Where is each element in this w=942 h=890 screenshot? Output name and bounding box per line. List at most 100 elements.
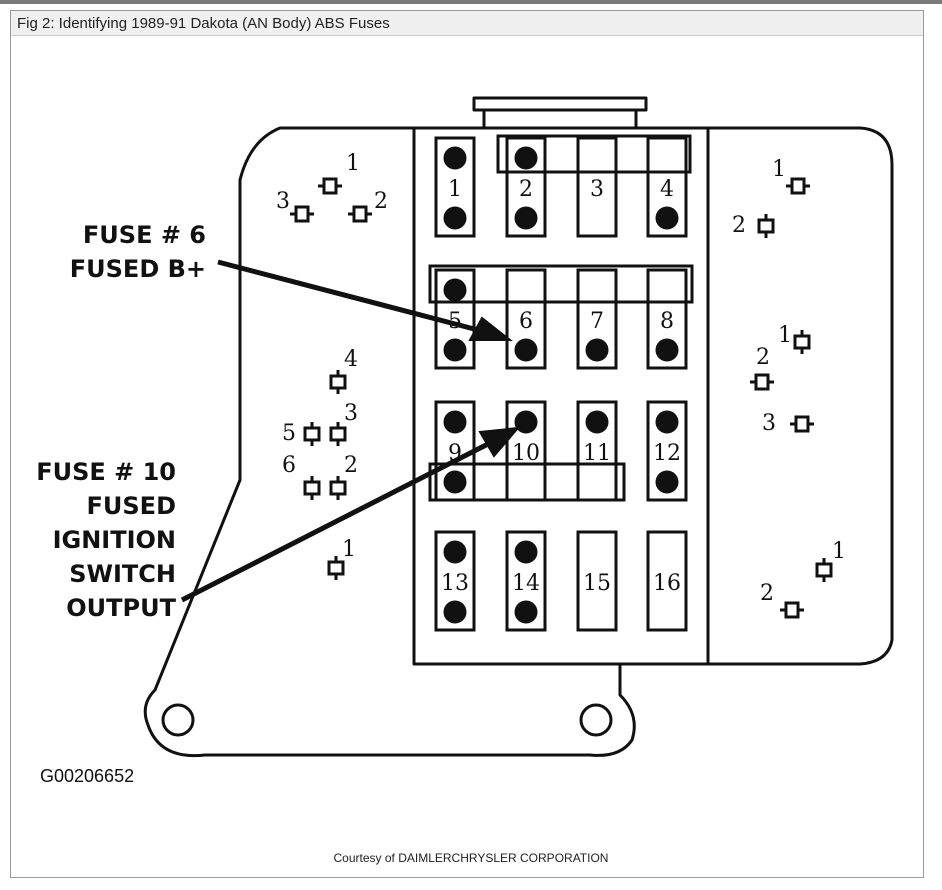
fuse-slot-10: 10 (505, 400, 547, 502)
fuse-terminal-top (443, 540, 467, 564)
fuse-terminal-bottom (514, 600, 538, 624)
fuse-terminal-top (514, 410, 538, 434)
pin-mr-2 (750, 373, 774, 391)
fuse-terminal-top (443, 410, 467, 434)
fuse-terminal-top (514, 146, 538, 170)
pin-number-label: 2 (756, 345, 770, 370)
mounting-hole-right (579, 703, 613, 737)
fuse-number-label: 15 (583, 571, 611, 596)
fuse-number-label: 16 (653, 571, 681, 596)
pin-mr-3 (790, 415, 814, 433)
figure-title: Fig 2: Identifying 1989-91 Dakota (AN Bo… (11, 11, 923, 36)
fuse-slot-14: 14 (505, 530, 547, 632)
fuse-terminal-bottom (514, 338, 538, 362)
pin-br-1 (815, 558, 833, 582)
fuse-slot-16: 16 (646, 530, 688, 632)
pin-number-label: 2 (344, 453, 358, 478)
fuse-terminal-top (585, 410, 609, 434)
credit-line: Courtesy of DAIMLERCHRYSLER CORPORATION (333, 851, 609, 865)
pin-ml-5 (303, 422, 321, 446)
fuse-terminal-bottom (443, 206, 467, 230)
pin-tr-2 (757, 214, 775, 238)
callout-fuse10-line3: IGNITION (52, 526, 176, 554)
pin-number-label: 4 (344, 347, 358, 372)
callout-fuse10-line5: OUTPUT (66, 594, 176, 622)
pin-mr-1 (793, 330, 811, 354)
pin-number-label: 3 (276, 189, 290, 214)
callout-fuse6-line1: FUSE # 6 (82, 221, 206, 249)
fuse-terminal-top (514, 540, 538, 564)
arrow-fuse6-head (468, 316, 513, 341)
bus-bar-row2 (428, 264, 694, 304)
bus-bar-row1 (496, 134, 692, 174)
fuse-slot-6: 6 (505, 268, 547, 370)
pin-ml-4 (329, 370, 347, 394)
fuse-slot-8: 8 (646, 268, 688, 370)
fuse-slot-13: 13 (434, 530, 476, 632)
fuse-number-label: 12 (653, 441, 681, 466)
callout-fuse10: FUSE # 10 FUSED IGNITION SWITCH OUTPUT (20, 455, 176, 625)
fuse-terminal-bottom (655, 338, 679, 362)
pin-number-label: 2 (760, 581, 774, 606)
pin-ml-6 (303, 476, 321, 500)
callout-fuse6: FUSE # 6 FUSED B+ (50, 218, 206, 286)
bus-bar-row3 (428, 462, 626, 502)
pin-number-label: 2 (732, 213, 746, 238)
fuse-number-label: 1 (448, 177, 462, 202)
fuse-slot-2: 2 (505, 136, 547, 238)
fuse-number-label: 7 (590, 309, 604, 334)
fuse-terminal-bottom (443, 470, 467, 494)
fuse-slot-1: 1 (434, 136, 476, 238)
fuse-slot-9: 9 (434, 400, 476, 502)
fuse-number-label: 4 (660, 177, 674, 202)
callout-fuse10-line4: SWITCH (69, 560, 176, 588)
pin-number-label: 6 (282, 453, 296, 478)
top-connector-base (482, 108, 638, 130)
pin-tl-1 (318, 177, 342, 195)
pin-number-label: 1 (346, 151, 360, 176)
top-connector-tab (472, 96, 648, 112)
fuse-terminal-bottom (655, 470, 679, 494)
pin-number-label: 2 (374, 189, 388, 214)
pin-br-2 (780, 601, 804, 619)
callout-fuse10-line2: FUSED (86, 492, 176, 520)
fuse-terminal-bottom (443, 338, 467, 362)
fuse-number-label: 6 (519, 309, 533, 334)
fuse-number-label: 11 (583, 441, 611, 466)
pin-ml-3 (329, 422, 347, 446)
pin-number-label: 3 (344, 401, 358, 426)
figure-id: G00206652 (40, 766, 135, 786)
fuse-terminal-bottom (514, 206, 538, 230)
housing-outline (143, 126, 894, 758)
fuse-panel (412, 126, 710, 666)
pin-ml-2 (329, 476, 347, 500)
fuse-terminal-top (655, 410, 679, 434)
fuse-slot-4: 4 (646, 136, 688, 238)
pin-bl-1 (327, 556, 345, 580)
pin-tl-3 (290, 205, 314, 223)
pin-number-label: 1 (772, 157, 786, 182)
fuse-slot-7: 7 (576, 268, 618, 370)
fuse-terminal-bottom (655, 206, 679, 230)
fuse-terminal-bottom (443, 600, 467, 624)
fuse-terminal-top (443, 278, 467, 302)
fuse-number-label: 10 (512, 441, 540, 466)
fuse-slot-12: 12 (646, 400, 688, 502)
pin-number-label: 1 (832, 539, 846, 564)
fuse-slot-5: 5 (434, 268, 476, 370)
pin-number-label: 3 (762, 411, 776, 436)
fuse-number-label: 14 (512, 571, 540, 596)
fuse-slot-15: 15 (576, 530, 618, 632)
mounting-hole-left (161, 703, 195, 737)
fuse-terminal-bottom (585, 338, 609, 362)
fuse-number-label: 3 (590, 177, 604, 202)
arrow-fuse6-shaft (217, 259, 479, 333)
fuse-number-label: 13 (441, 571, 469, 596)
pin-tl-2 (348, 205, 372, 223)
pin-number-label: 1 (778, 323, 792, 348)
arrow-fuse10-head (478, 426, 521, 458)
pin-tr-1 (786, 177, 810, 195)
pin-number-label: 5 (282, 421, 296, 446)
fuse-number-label: 2 (519, 177, 533, 202)
